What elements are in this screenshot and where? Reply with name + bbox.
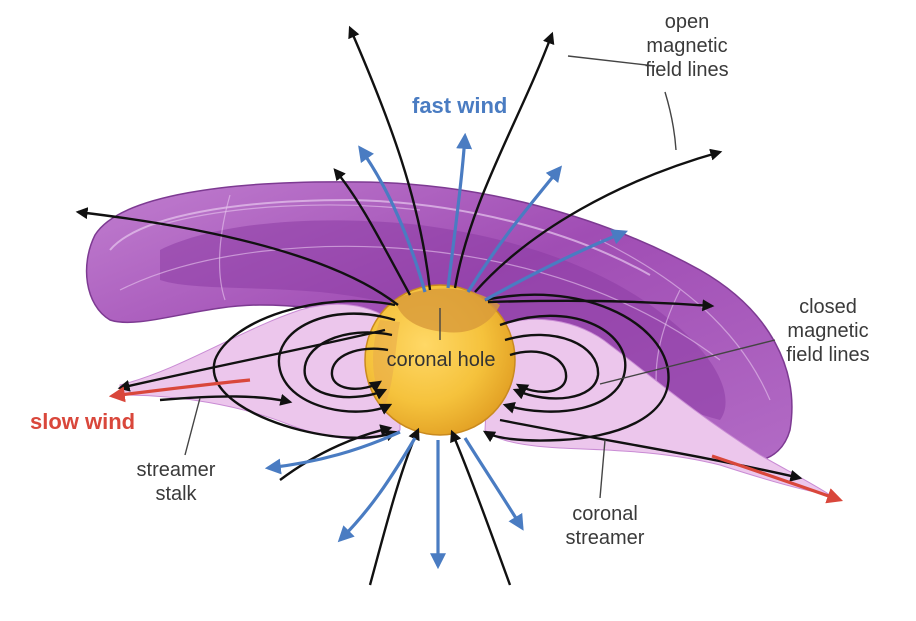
fast-wind-arrow — [446, 132, 473, 289]
disk-highlight — [109, 198, 651, 276]
label-line: open — [664, 11, 710, 33]
label-line: coronal — [572, 503, 638, 525]
leader-streamer-stalk — [184, 397, 201, 456]
open-line — [474, 148, 723, 293]
open-line — [333, 168, 412, 296]
label-line: magnetic — [646, 35, 728, 57]
label-closed-field-lines: closed magnetic field lines — [772, 295, 884, 367]
closed-loop-right — [509, 350, 568, 396]
label-line: stalk — [155, 483, 197, 505]
closed-loop-left — [277, 312, 396, 415]
open-line — [117, 328, 386, 392]
open-line — [75, 207, 399, 306]
slow-wind-arrows — [108, 378, 844, 504]
open-line-lower — [450, 429, 512, 586]
open-line — [453, 31, 555, 289]
coronal-hole-patch — [395, 288, 500, 333]
label-line: field lines — [645, 59, 729, 81]
open-line — [499, 418, 803, 482]
fast-wind-arrow — [466, 165, 563, 293]
leader-coronal-streamer — [599, 439, 606, 499]
label-streamer-stalk: streamer stalk — [126, 458, 226, 506]
slow-wind-arrow-left — [108, 378, 251, 403]
fast-wind-arrow — [463, 437, 524, 531]
disk-grid-line — [159, 204, 421, 226]
label-line: closed — [799, 296, 857, 318]
closed-loop-right — [499, 314, 627, 414]
leader-open-field — [664, 91, 677, 151]
leader-lines — [184, 55, 776, 499]
open-line-lower — [368, 427, 420, 586]
closed-loop-right — [504, 333, 600, 400]
disk-grid-line — [119, 245, 721, 361]
open-line-lower — [279, 424, 393, 481]
fast-wind-arrow — [337, 437, 417, 543]
label-line: streamer — [136, 459, 216, 481]
closed-loop-left — [303, 331, 393, 400]
label-fast-wind: fast wind — [412, 93, 508, 118]
closed-loop-left — [212, 299, 398, 442]
open-line — [487, 299, 715, 312]
fast-wind-arrow — [484, 229, 628, 302]
open-line-lower — [159, 393, 293, 406]
fast-wind-arrows — [264, 132, 628, 570]
label-coronal-hole: coronal hole — [386, 349, 496, 371]
fast-wind-arrow — [358, 145, 427, 293]
disk-grid-line — [218, 194, 231, 301]
disk-inner-shadow — [160, 220, 726, 420]
fast-wind-arrow — [264, 430, 401, 475]
streamer-left — [119, 303, 401, 440]
label-open-field-lines: open magnetic field lines — [632, 10, 742, 82]
closed-loop-left — [330, 347, 389, 393]
leader-closed-field — [599, 339, 776, 385]
open-line — [348, 25, 432, 291]
label-coronal-streamer: coronal streamer — [545, 502, 665, 550]
label-line: streamer — [565, 527, 645, 549]
label-line: field lines — [786, 344, 870, 366]
leader-open-field — [567, 55, 656, 67]
sun — [364, 284, 516, 436]
slow-wind-arrow-right — [711, 454, 844, 504]
label-line: magnetic — [787, 320, 869, 342]
open-field-lines — [75, 25, 803, 586]
label-slow-wind: slow wind — [30, 409, 136, 434]
